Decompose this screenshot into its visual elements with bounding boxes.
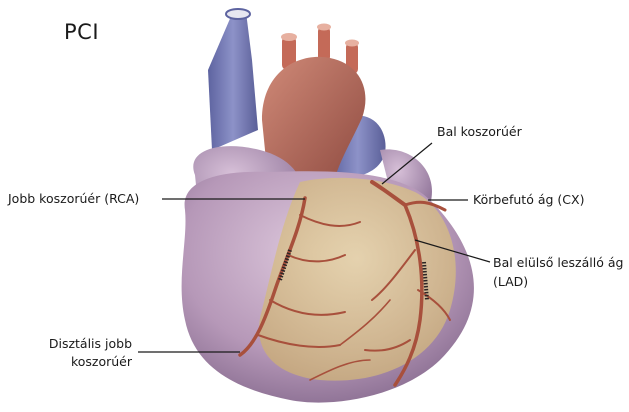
label-distal-rca-line1: Disztális jobb [40,335,132,352]
label-lad-line2: (LAD) [493,273,528,290]
label-left-coronary: Bal koszorúér [437,123,522,140]
diagram-title: PCI [64,20,99,44]
label-rca: Jobb koszorúér (RCA) [8,190,139,207]
vena-cava [208,12,258,150]
label-lad-line1: Bal elülső leszálló ág [493,254,623,271]
vena-cava-opening [226,9,250,19]
label-distal-rca-line2: koszorúér [40,353,132,370]
label-circumflex: Körbefutó ág (CX) [473,191,584,208]
